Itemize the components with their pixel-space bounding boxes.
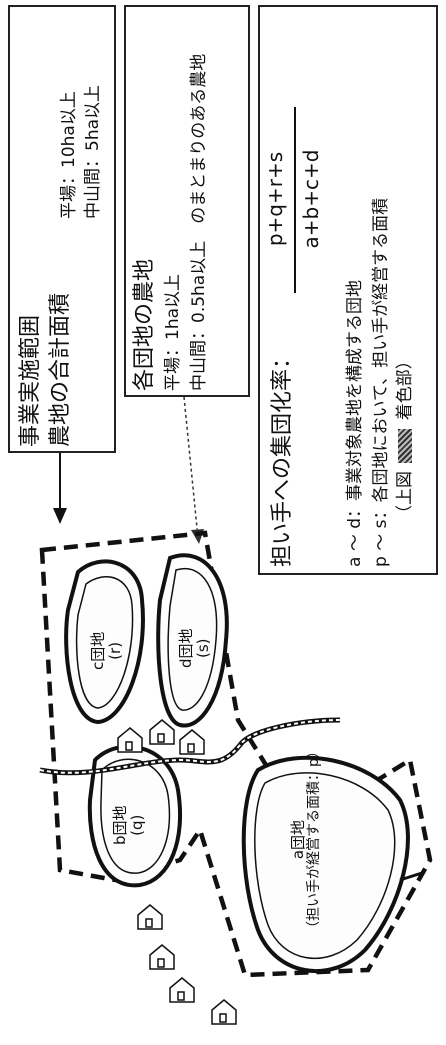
parcel-b-sub: (q) [127,814,146,836]
parcel-c-sub: (r) [105,641,124,660]
house-icon [149,719,175,745]
parcel-c-name: c団地 [89,631,107,670]
parcel-c-label: c団地 (r) [89,631,124,670]
parcel-a [241,755,410,973]
parcel-d [156,553,229,728]
house-icon [169,977,195,1003]
short-road [399,870,426,882]
parcel-a-sub: （担い手が経営する面積：p） [305,744,322,935]
parcel-a-name: a団地 [289,819,307,860]
parcel-farmland-box: 各団地の農地 平場：1ha以上 中山間：0.5ha以上 のまとまりのある農地 [124,5,250,397]
parcel-d-label: d団地 (s) [177,628,212,668]
parcel-c [64,559,145,725]
parcel-b-name: b団地 [111,805,129,845]
road [39,717,341,776]
fraction-line [294,107,296,293]
house-icon [179,729,205,755]
house-icon [117,727,143,753]
parcel-b-label: b団地 (q) [111,805,146,845]
project-area-arrow-head [53,508,67,524]
parcel-d-name: d団地 [177,628,195,668]
parcel-b [87,744,183,888]
parcel-a-label: a団地 （担い手が経営する面積：p） [289,744,322,935]
house-icon [211,999,237,1025]
house-icon [149,944,175,970]
consolidation-rate-box: 担い手への集団化率： p+q+r+s a+b+c+d a ～ d：事業対象農地を… [258,5,438,575]
house-icon [137,904,163,930]
parcel-d-sub: (s) [193,638,212,658]
project-area-box: 事業実施範囲 農地の合計面積 平場：10ha以上 中山間：5ha以上 [8,5,116,453]
parcel-arrow [183,396,199,539]
